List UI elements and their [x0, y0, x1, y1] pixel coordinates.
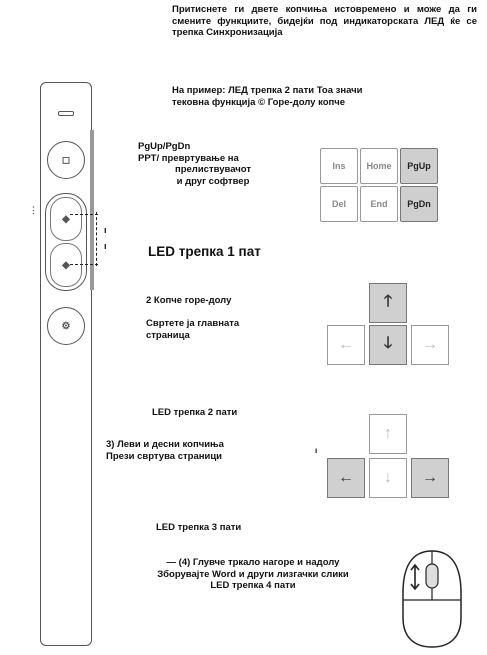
remote-side-edge: [90, 130, 94, 290]
pg-line-2: PPT/ превртување на: [138, 152, 239, 164]
intro-text: Притиснете ги двете копчиња истовремено …: [172, 4, 477, 38]
rocker-down-icon: ◆: [50, 243, 82, 287]
arrow-down-icon: 🡓: [369, 325, 407, 365]
arrow-down-icon: ↓: [369, 458, 407, 498]
key-del: Del: [320, 186, 358, 222]
connector-line-bottom: [70, 264, 98, 265]
key-pgup: PgUp: [400, 148, 438, 184]
side-grip-icon: ⋮: [29, 205, 38, 215]
side-tick: ı: [315, 446, 318, 455]
remote-control: ◻ ◆ ◆ ⚙: [40, 82, 92, 646]
arrow-keys-updown-diagram: 🡑 ← 🡓 →: [315, 277, 485, 381]
key-home: Home: [360, 148, 398, 184]
mode2-line-1: 2 Копче горе-долу: [146, 295, 232, 306]
remote-top-button: ◻: [47, 141, 85, 179]
pg-line-1: PgUp/PgDn: [138, 141, 191, 152]
led-1-label: LED трепка 1 пат: [148, 244, 261, 259]
remote-rocker: ◆ ◆: [45, 193, 87, 291]
mode4-line-1: — (4) Глувче тркало нагоре и надолу: [166, 557, 340, 568]
remote-bottom-button: ⚙: [47, 307, 85, 345]
arrow-up-icon: 🡑: [369, 283, 407, 323]
example-line-2: тековна функција © Горе-долу копче: [172, 96, 346, 108]
arrow-left-icon: ←: [327, 458, 365, 498]
keyboard-keys-diagram: Ins Home PgUp Del End PgDn: [318, 140, 478, 222]
mode4-line-3: LED трепка 4 пати: [210, 580, 296, 591]
mode4-description: — (4) Глувче тркало нагоре и надолу Збор…: [108, 557, 398, 592]
key-end: End: [360, 186, 398, 222]
mode4-line-2: Зборувајте Word и други лизгачки слики: [157, 568, 349, 580]
pg-line-3: прелиствувачот: [174, 164, 252, 175]
led-3-label: LED трепка 3 пати: [156, 522, 242, 533]
mode3-line-2: Прези свртува страници: [106, 450, 223, 462]
mode1-description: PgUp/PgDn PPT/ превртување на прелиствув…: [138, 141, 288, 187]
arrow-up-icon: ↑: [369, 414, 407, 454]
connector-bracket: [96, 212, 98, 266]
mode3-line-1: 3) Леви и десни копчиња: [106, 439, 224, 450]
mouse-icon: [402, 550, 462, 648]
rocker-up-icon: ◆: [50, 197, 82, 241]
key-ins: Ins: [320, 148, 358, 184]
pg-line-4: и друг софтвер: [176, 175, 250, 187]
led-indicator: [58, 111, 74, 116]
mode2-line-2: Свртете ја главната: [146, 318, 240, 329]
led-2-label: LED трепка 2 пати: [152, 407, 238, 418]
connector-line-top: [70, 214, 98, 215]
arrow-left-icon: ←: [327, 325, 365, 365]
arrow-right-icon: →: [411, 325, 449, 365]
key-pgdn: PgDn: [400, 186, 438, 222]
example-text: На пример: ЛЕД трепка 2 пати Тоа значи т…: [172, 85, 472, 108]
mode3-description: 3) Леви и десни копчиња Прези свртува ст…: [106, 439, 306, 462]
mode2-line-3: страница: [146, 329, 190, 341]
arrow-keys-leftright-diagram: ↑ ← ↓ →: [315, 412, 485, 504]
example-line-1: На пример: ЛЕД трепка 2 пати Тоа значи: [172, 85, 363, 96]
arrow-right-icon: →: [411, 458, 449, 498]
mode2-description: Свртете ја главната страница: [146, 318, 316, 341]
